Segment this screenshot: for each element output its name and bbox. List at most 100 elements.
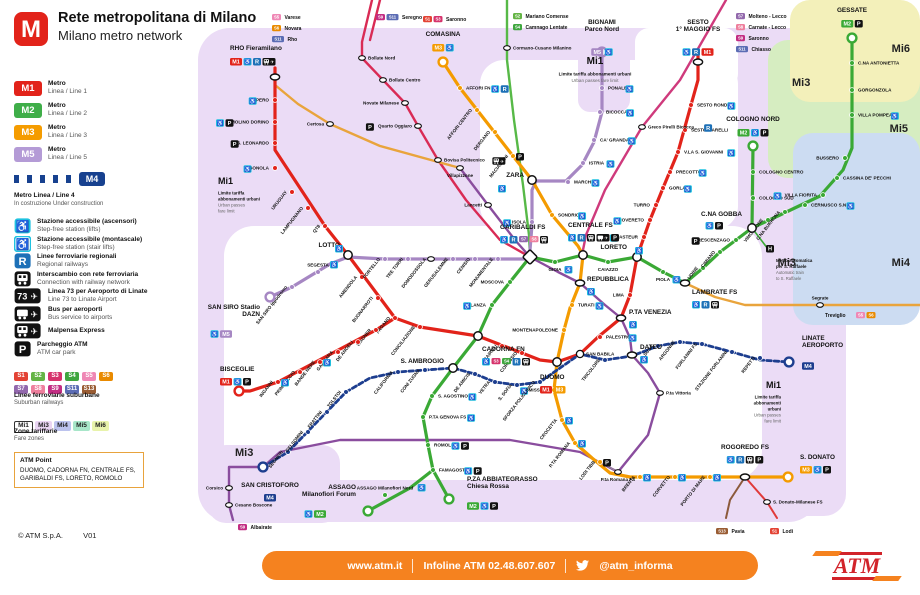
- svg-text:♿: ♿: [714, 474, 721, 482]
- map-label: Cormano-Cusano Milanino: [513, 46, 572, 51]
- svg-text:S4: S4: [515, 24, 521, 29]
- station-stazione-forlanini: [729, 349, 735, 355]
- zone-mi4: [793, 133, 920, 325]
- badge-row: ♿: [323, 359, 331, 367]
- svg-text:S2: S2: [515, 13, 521, 18]
- map-label: S. AMBROGIO: [401, 358, 444, 365]
- s-line-badge-s11: S11: [65, 385, 79, 394]
- s-line-badge-s4: S4: [65, 372, 79, 381]
- svg-text:M1: M1: [222, 380, 230, 386]
- svg-text:R: R: [514, 360, 518, 366]
- legend-zone-caption-it: Zone tariffarie: [14, 428, 58, 435]
- svg-text:♿: ♿: [706, 222, 713, 230]
- map-label: Saronno: [749, 36, 769, 42]
- badge-row: ♿: [606, 160, 615, 168]
- map-label: fare limit: [764, 419, 781, 424]
- svg-text:♿: ♿: [641, 356, 648, 364]
- hub-bisceglie: BISCEGLIE: [220, 366, 255, 397]
- station-crocetta: [559, 417, 565, 423]
- social-link[interactable]: @atm_informa: [599, 559, 673, 572]
- svg-text:M1: M1: [542, 388, 550, 394]
- hub-centrale-fs: CENTRALE FS: [568, 222, 613, 260]
- atm-logo-swoosh: [812, 551, 842, 556]
- station-palestro: [597, 334, 603, 340]
- s-line-badge-s5: S5: [82, 372, 96, 381]
- station-s-sofia: [514, 382, 520, 388]
- badge-row: ♿P: [451, 442, 469, 450]
- map-label: Mi3: [778, 257, 796, 269]
- svg-text:♿: ♿: [693, 301, 700, 309]
- line-s-bollate2: [368, 0, 382, 42]
- map-label: BONOLA: [249, 166, 270, 171]
- map-label: Parco Nord: [585, 26, 620, 33]
- map-label: Bovisa Politecnico: [444, 158, 485, 163]
- map-label: GORGONZOLA: [858, 88, 892, 93]
- svg-text:♿: ♿: [566, 417, 573, 425]
- map-label: CRESCENZAGO: [694, 238, 730, 243]
- zone-mi3-east: [738, 298, 846, 516]
- svg-text:S4: S4: [504, 358, 510, 363]
- badge-row: ♿: [468, 393, 477, 401]
- badge-row: ♿: [335, 245, 343, 253]
- svg-text:S1: S1: [772, 528, 778, 533]
- twitter-icon: [576, 560, 590, 571]
- station-tricolore: [602, 357, 608, 363]
- svg-text:M2: M2: [740, 131, 748, 137]
- line-m3: [441, 60, 790, 479]
- svg-text:P: P: [518, 155, 522, 161]
- map-label: Mi1: [766, 380, 781, 390]
- svg-text:♿: ♿: [588, 288, 595, 296]
- map-label: CENTRALE FS: [568, 222, 613, 229]
- footer-divider: [412, 558, 414, 573]
- zone-chip-mi5: Mi5: [73, 421, 90, 431]
- legend-m4-sublabel: In costruzione Under construction: [14, 201, 104, 207]
- s-line-badge-s13: S13: [82, 385, 96, 394]
- map-label: SESTO RONDÒ: [697, 101, 731, 108]
- station-lancetti: [484, 202, 492, 208]
- map-label: FAMAGOSTA: [439, 468, 469, 473]
- map-label: Novate Milanese: [363, 101, 399, 106]
- svg-text:♿: ♿: [699, 169, 706, 177]
- badge-row: ♿: [330, 261, 339, 269]
- station-tolstoi: [343, 389, 349, 395]
- station-cesano-boscone: [225, 502, 233, 508]
- station-cernusco-s-n-: [802, 202, 808, 208]
- line-passante: [227, 166, 662, 522]
- map-label: Automatic train: [776, 270, 805, 275]
- map-label: MOSCOVA: [481, 280, 505, 285]
- station-molino-dorino: [272, 119, 278, 125]
- station-precotto: [667, 169, 673, 175]
- legend-item-lift: ♿Stazione accessibile (ascensori)Step-fr…: [14, 218, 137, 234]
- map-label: LINATE: [802, 335, 825, 342]
- website-link[interactable]: www.atm.it: [347, 559, 403, 572]
- svg-text:P: P: [368, 125, 372, 131]
- station-piola: [660, 269, 666, 275]
- station-caiazzo: [605, 259, 611, 265]
- station-bovisa-politecnico: [434, 157, 442, 163]
- map-label: BISCEGLIE: [220, 366, 255, 373]
- map-label: Carnate - Lecco: [749, 25, 787, 31]
- map-label: 1° MAGGIO FS: [676, 25, 721, 33]
- svg-text:R: R: [511, 238, 515, 244]
- svg-text:♿: ♿: [569, 234, 576, 242]
- station-udine: [700, 265, 706, 271]
- badge-row: ♿: [626, 109, 635, 117]
- station-affori-fn: [457, 85, 463, 91]
- map-label: AEROPORTO: [802, 342, 843, 349]
- station-ca-granda: [591, 137, 597, 143]
- map-label: S. AGOSTINO: [438, 394, 468, 399]
- svg-text:♿: ♿: [684, 185, 691, 193]
- map-label: SONDRIO: [558, 213, 580, 218]
- map-label: Chiesa Rossa: [467, 483, 509, 490]
- station-pasteur: [641, 234, 647, 240]
- station-rovereto: [647, 217, 653, 223]
- svg-text:✈: ✈: [30, 327, 38, 337]
- svg-text:M2: M2: [316, 512, 324, 518]
